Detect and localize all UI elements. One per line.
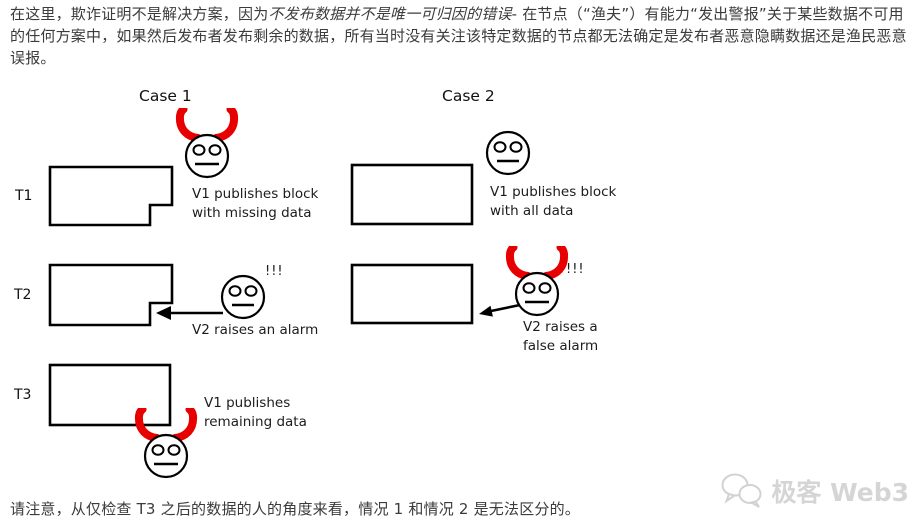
row-label-t1: T1 [15, 188, 33, 204]
block-case2-t1-full [350, 163, 474, 226]
intro-text-italic: 不发布数据并不是唯一可归因的错误 [268, 5, 512, 23]
alarm-marks-case1: !!! [265, 264, 284, 279]
intro-text-normal-1: 在这里，欺诈证明不是解决方案，因为 [10, 5, 269, 23]
caption-line: with all data [490, 203, 574, 219]
caption-case1-t3: V1 publishes remaining data [204, 394, 307, 432]
alarm-arrow-case1 [156, 306, 223, 320]
block-case1-t1-missing-data [48, 165, 174, 227]
watermark: 极客 Web3 [720, 472, 909, 509]
caption-line: V2 raises a [523, 319, 598, 335]
caption-case1-t2: V2 raises an alarm [192, 321, 318, 340]
caption-line: false alarm [523, 338, 599, 354]
row-label-t2: T2 [14, 287, 32, 303]
caption-case2-t1: V1 publishes block with all data [490, 183, 616, 221]
case2-heading: Case 2 [442, 87, 495, 105]
devil-face-icon [134, 408, 198, 479]
caption-line: V1 publishes [204, 395, 291, 411]
devil-face-icon [175, 108, 239, 179]
intro-text-normal-2: - 在节点（“渔夫”）有能力“发出警报”关于某些数据不可用的任何方案中，如果然后… [10, 5, 907, 67]
wechat-bubbles-icon [721, 473, 762, 508]
block-case1-t2-missing-data [48, 263, 174, 327]
block-case1-t3-full [48, 363, 172, 427]
caption-case2-t2: V2 raises a false alarm [523, 318, 598, 356]
caption-line: V1 publishes block [192, 186, 319, 202]
caption-line: V1 publishes block [490, 184, 617, 200]
caption-line: V2 raises an alarm [192, 322, 319, 338]
neutral-face-icon [485, 130, 531, 176]
caption-line: with missing data [192, 205, 312, 221]
devil-face-icon [505, 246, 569, 317]
neutral-face-icon [220, 274, 266, 320]
intro-paragraph: 在这里，欺诈证明不是解决方案，因为不发布数据并不是唯一可归因的错误- 在节点（“… [10, 3, 912, 69]
caption-case1-t1: V1 publishes block with missing data [192, 185, 318, 223]
watermark-label: 极客 Web3 [771, 477, 909, 507]
case1-heading: Case 1 [139, 87, 192, 105]
alarm-marks-case2: !!! [566, 262, 585, 277]
block-case2-t2-full [350, 263, 474, 325]
row-label-t3: T3 [14, 387, 32, 403]
footer-note: 请注意，从仅检查 T3 之后的数据的人的角度来看，情况 1 和情况 2 是无法区… [10, 500, 581, 518]
alarm-arrow-case2 [479, 303, 521, 317]
caption-line: remaining data [204, 414, 307, 430]
